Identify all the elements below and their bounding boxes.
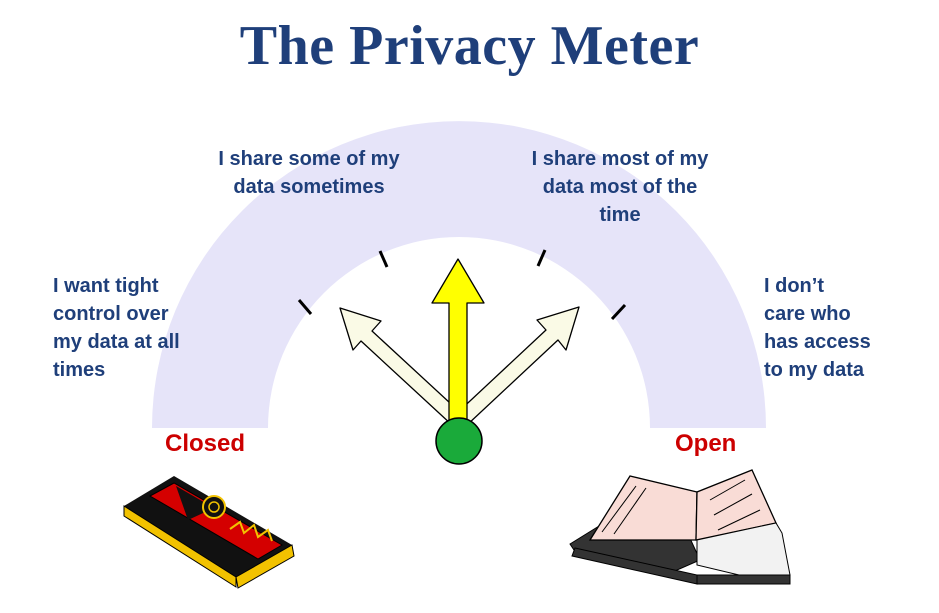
label-dont-care: I don’t care who has access to my data <box>764 272 871 384</box>
needle-arrow-left <box>340 308 463 428</box>
tick-mark <box>380 251 387 267</box>
label-share-some: I share some of my data sometimes <box>194 145 424 201</box>
open-book-icon <box>570 470 790 584</box>
label-tight-control: I want tight control over my data at all… <box>53 272 180 384</box>
label-share-most: I share most of my data most of the time <box>502 145 738 229</box>
needle-pivot <box>436 418 482 464</box>
closed-label: Closed <box>165 430 245 458</box>
open-label: Open <box>675 430 736 458</box>
needle-arrow-right <box>455 307 579 428</box>
closed-book-icon <box>124 476 294 588</box>
